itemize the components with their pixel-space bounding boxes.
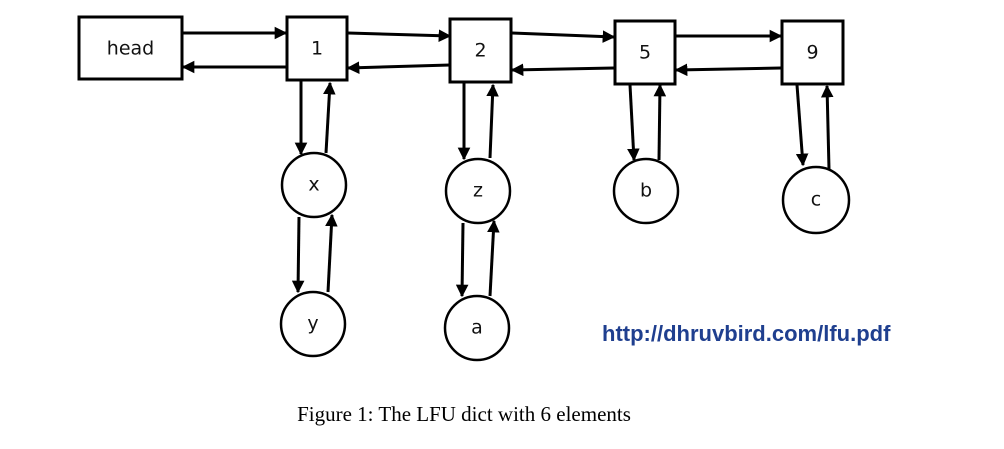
source-url: http://dhruvbird.com/lfu.pdf <box>602 321 891 346</box>
edge-x-to-1 <box>323 81 336 154</box>
node-x <box>280 151 348 219</box>
edge-5-to-b <box>627 84 640 162</box>
edge-9-to-5 <box>674 63 782 77</box>
edge-2-to-1 <box>346 61 451 74</box>
edge-a-to-z <box>487 219 500 297</box>
edge-z-to-2 <box>486 83 499 159</box>
node-c <box>781 165 851 235</box>
edge-2-to-5 <box>511 30 616 43</box>
node-1-label: 1 <box>311 38 323 60</box>
edge-9-to-c <box>795 84 809 167</box>
figure-caption: Figure 1: The LFU dict with 6 elements <box>297 402 631 426</box>
node-head <box>77 15 184 81</box>
node-y-label: y <box>307 313 318 335</box>
node-9 <box>780 19 845 86</box>
node-z <box>444 157 512 225</box>
edge-x-to-y <box>291 216 305 294</box>
edge-5-to-2 <box>510 63 615 77</box>
node-head-label: head <box>107 38 154 60</box>
node-2 <box>448 17 513 84</box>
node-x-label: x <box>308 174 319 196</box>
edge-b-to-5 <box>653 83 667 161</box>
node-y <box>279 290 347 358</box>
node-b-label: b <box>640 180 652 202</box>
edge-1-to-2 <box>347 29 452 42</box>
edge-c-to-9 <box>820 84 834 170</box>
node-2-label: 2 <box>474 40 486 62</box>
edge-z-to-a <box>455 222 469 298</box>
edge-y-to-x <box>325 213 338 293</box>
node-c-label: c <box>811 189 821 211</box>
node-z-label: z <box>473 180 483 202</box>
node-1 <box>285 15 349 82</box>
node-a <box>443 294 511 362</box>
node-5-label: 5 <box>639 42 651 64</box>
node-a-label: a <box>471 317 483 339</box>
node-9-label: 9 <box>806 42 818 64</box>
node-5 <box>613 19 677 86</box>
node-b <box>612 157 680 225</box>
